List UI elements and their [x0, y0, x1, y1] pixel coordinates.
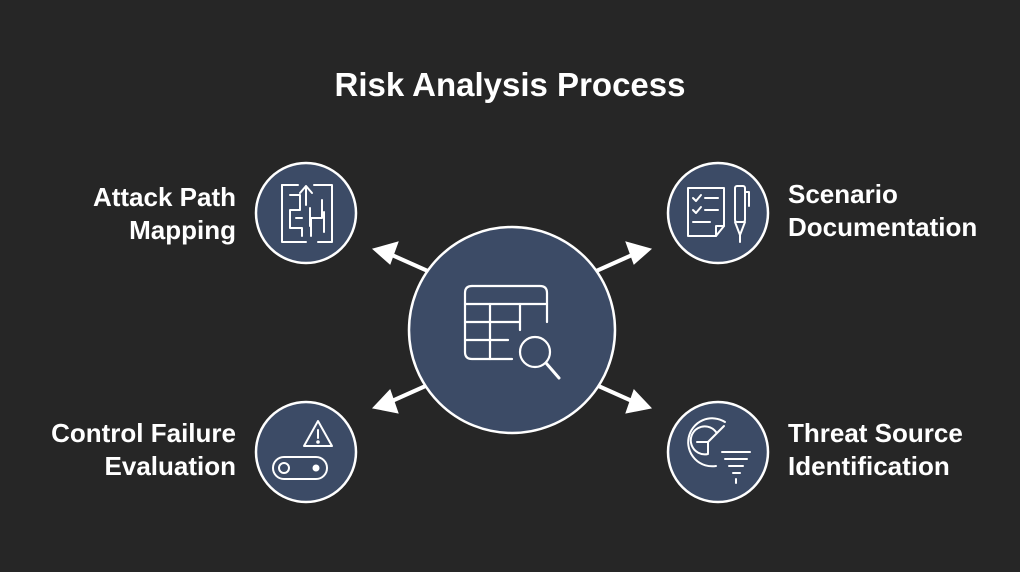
label-attack-path-mapping: Attack Path Mapping: [93, 181, 236, 247]
label-threat-source-identification: Threat Source Identification: [788, 417, 963, 483]
arrow-to-threat-source-identification: [593, 382, 652, 414]
table-search-icon: [463, 284, 561, 380]
label-line: Threat Source: [788, 418, 963, 448]
label-line: Mapping: [129, 215, 236, 245]
label-control-failure-evaluation: Control Failure Evaluation: [51, 417, 236, 483]
label-line: Control Failure: [51, 418, 236, 448]
label-line: Identification: [788, 451, 950, 481]
node-attack-path-mapping: [254, 161, 358, 265]
arrow-to-control-failure-evaluation: [372, 382, 431, 414]
node-threat-source-identification: [666, 400, 770, 504]
label-line: Attack Path: [92, 182, 236, 212]
arrow-to-attack-path-mapping: [371, 241, 431, 274]
node-scenario-documentation: [666, 161, 770, 265]
diagram-title: Risk Analysis Process: [334, 66, 686, 103]
node-control-failure-evaluation: [254, 400, 358, 504]
label-line: Evaluation: [104, 451, 236, 481]
checklist-pen-icon: [687, 185, 750, 243]
maze-icon: [281, 184, 333, 243]
label-scenario-documentation: Scenario Documentation: [788, 178, 977, 244]
warning-conveyor-icon: [272, 420, 333, 480]
label-line: Scenario: [788, 179, 898, 209]
label-line: Documentation: [788, 212, 978, 242]
radar-tornado-icon: [687, 417, 751, 484]
arrow-to-scenario-documentation: [593, 241, 653, 274]
center-node: [407, 225, 617, 435]
